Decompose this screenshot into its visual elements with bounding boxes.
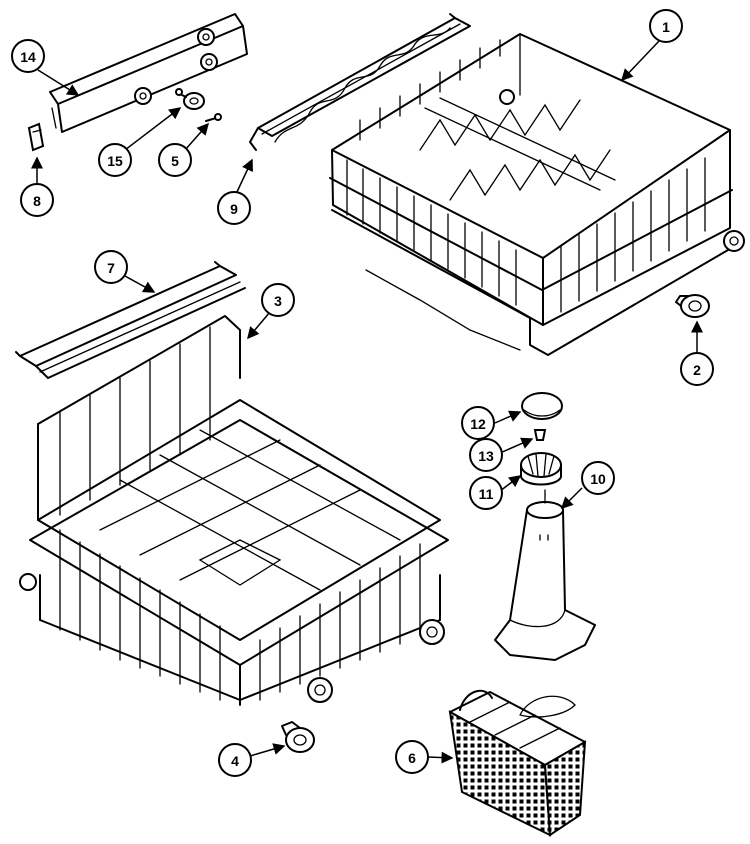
- lower-dish-rack: [19, 315, 449, 706]
- spray-tower-nut: [520, 452, 562, 486]
- lower-rack-wheel: [281, 721, 315, 753]
- rack-wheel: [675, 294, 710, 318]
- spray-tower: [494, 489, 596, 661]
- rack-roller-stud: [175, 88, 205, 110]
- callout-13: 13: [469, 438, 503, 472]
- callout-5: 5: [158, 143, 192, 177]
- callout-10: 10: [581, 461, 615, 495]
- callout-4: 4: [218, 743, 252, 777]
- svg-text:9: 9: [230, 201, 238, 217]
- callout-15: 15: [98, 143, 132, 177]
- end-cap: [27, 122, 45, 152]
- callout-14: 14: [11, 39, 45, 73]
- svg-text:8: 8: [33, 193, 41, 209]
- svg-text:12: 12: [470, 416, 486, 432]
- callout-3: 3: [261, 283, 295, 317]
- callout-7: 7: [94, 250, 128, 284]
- callout-11: 11: [469, 476, 503, 510]
- callout-6: 6: [395, 740, 429, 774]
- leader-lines: [31, 39, 703, 764]
- svg-text:10: 10: [590, 471, 606, 487]
- spray-tower-cap: [521, 392, 563, 420]
- svg-text:11: 11: [479, 486, 494, 502]
- svg-text:1: 1: [662, 19, 670, 35]
- clip: [533, 429, 547, 441]
- callout-8: 8: [20, 183, 54, 217]
- svg-text:7: 7: [107, 260, 115, 276]
- cup-shelf-upper: [249, 13, 471, 151]
- cup-shelf-lower: [15, 261, 246, 379]
- callout-9: 9: [217, 191, 251, 225]
- svg-text:4: 4: [231, 753, 239, 769]
- svg-text:14: 14: [20, 49, 36, 65]
- callout-2: 2: [680, 352, 714, 386]
- silverware-basket: [448, 689, 587, 837]
- svg-text:6: 6: [408, 750, 416, 766]
- svg-text:13: 13: [478, 448, 494, 464]
- svg-text:15: 15: [107, 153, 123, 169]
- upper-dish-rack: [329, 33, 745, 356]
- rack-track-rail: [49, 13, 248, 133]
- callout-12: 12: [461, 406, 495, 440]
- screw: [205, 113, 222, 122]
- svg-text:5: 5: [171, 153, 179, 169]
- svg-text:2: 2: [693, 362, 701, 378]
- svg-text:3: 3: [274, 293, 282, 309]
- callout-1: 1: [649, 9, 683, 43]
